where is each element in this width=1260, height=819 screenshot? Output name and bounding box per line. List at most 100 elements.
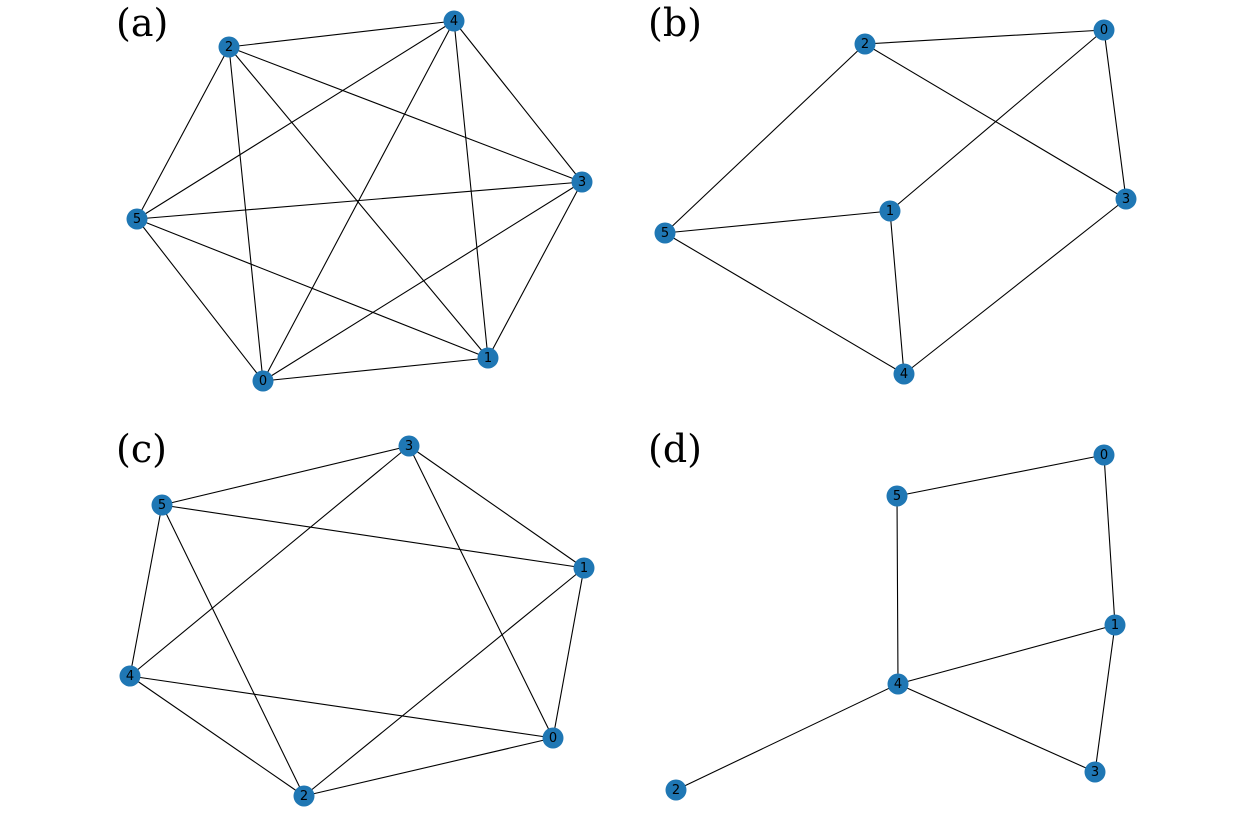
node-circle-b-4	[893, 363, 915, 385]
node-b-5: 5	[654, 222, 676, 244]
node-circle-c-1	[573, 557, 595, 579]
node-d-5: 5	[886, 485, 908, 507]
node-d-0: 0	[1093, 444, 1115, 466]
edge-b-4-3	[903, 198, 1127, 375]
node-c-4: 4	[119, 665, 141, 687]
edge-d-0-1	[1103, 454, 1116, 626]
edge-a-0-2	[228, 46, 264, 382]
panel-b: (b) 0 1 2 3 4 5	[648, 1, 1137, 385]
node-label-a-1: 1	[484, 351, 492, 366]
node-label-b-2: 2	[861, 37, 869, 52]
edge-c-3-0	[408, 445, 554, 739]
node-label-c-3: 3	[405, 439, 413, 454]
node-a-4: 4	[443, 10, 465, 32]
node-circle-d-0	[1093, 444, 1115, 466]
edge-b-5-1	[664, 210, 891, 234]
edge-a-2-3	[228, 46, 583, 183]
node-label-c-1: 1	[580, 561, 588, 576]
edge-a-4-5	[136, 20, 455, 220]
panel-a-edges	[136, 20, 583, 382]
edge-d-4-3	[897, 683, 1096, 773]
node-label-a-4: 4	[450, 14, 458, 29]
node-circle-a-1	[477, 347, 499, 369]
node-circle-b-2	[854, 33, 876, 55]
edge-a-2-4	[228, 20, 455, 48]
panel-label-a: (a)	[116, 1, 168, 45]
edge-c-1-0	[552, 567, 585, 739]
node-circle-b-0	[1093, 19, 1115, 41]
node-a-5: 5	[126, 208, 148, 230]
edge-a-1-3	[487, 181, 583, 359]
node-circle-c-2	[293, 785, 315, 807]
node-label-a-5: 5	[133, 212, 141, 227]
edge-a-1-4	[453, 20, 489, 359]
node-label-d-0: 0	[1100, 448, 1108, 463]
panel-label-d: (d)	[648, 427, 702, 471]
edge-b-2-3	[864, 43, 1127, 200]
node-label-b-0: 0	[1100, 23, 1108, 38]
panel-c-nodes: 0 1 2 3 4 5	[119, 435, 595, 807]
node-d-2: 2	[665, 779, 687, 801]
edge-b-1-4	[889, 210, 905, 375]
node-a-2: 2	[218, 36, 240, 58]
node-label-c-5: 5	[158, 498, 166, 513]
node-label-b-3: 3	[1122, 192, 1130, 207]
edge-d-4-2	[675, 683, 899, 791]
node-b-0: 0	[1093, 19, 1115, 41]
node-circle-b-5	[654, 222, 676, 244]
edge-b-2-0	[864, 29, 1105, 45]
panel-label-b: (b)	[648, 1, 702, 45]
node-c-5: 5	[151, 494, 173, 516]
node-b-4: 4	[893, 363, 915, 385]
node-circle-b-3	[1115, 188, 1137, 210]
node-label-b-4: 4	[900, 367, 908, 382]
edge-a-3-4	[453, 20, 583, 183]
node-circle-a-0	[252, 370, 274, 392]
node-c-1: 1	[573, 557, 595, 579]
node-label-c-4: 4	[126, 669, 134, 684]
node-circle-d-4	[887, 673, 909, 695]
edge-c-1-2	[303, 567, 585, 797]
node-c-0: 0	[542, 727, 564, 749]
node-circle-c-4	[119, 665, 141, 687]
node-circle-d-2	[665, 779, 687, 801]
node-circle-a-4	[443, 10, 465, 32]
node-label-d-2: 2	[672, 783, 680, 798]
node-label-d-1: 1	[1111, 618, 1119, 633]
node-label-a-0: 0	[259, 374, 267, 389]
edge-c-2-0	[303, 737, 554, 797]
node-d-3: 3	[1084, 761, 1106, 783]
edge-d-1-3	[1094, 624, 1116, 773]
edge-d-5-0	[896, 454, 1105, 497]
edge-c-4-0	[129, 675, 554, 739]
node-b-3: 3	[1115, 188, 1137, 210]
node-label-c-2: 2	[300, 789, 308, 804]
node-d-1: 1	[1104, 614, 1126, 636]
panel-d-edges	[675, 454, 1116, 791]
edge-a-2-5	[136, 46, 230, 220]
edge-a-0-5	[136, 218, 264, 382]
edge-c-5-2	[161, 504, 305, 797]
panel-d-nodes: 0 1 2 3 4 5	[665, 444, 1126, 801]
edge-a-0-1	[262, 357, 489, 382]
node-label-b-1: 1	[886, 204, 894, 219]
panel-d: (d) 0 1 2 3 4 5	[648, 427, 1126, 801]
edge-c-4-2	[129, 675, 305, 797]
edge-d-5-4	[896, 495, 899, 685]
edge-b-0-1	[889, 29, 1105, 212]
node-label-d-4: 4	[894, 677, 902, 692]
node-label-c-0: 0	[549, 731, 557, 746]
node-label-a-2: 2	[225, 40, 233, 55]
edge-c-3-1	[408, 445, 585, 569]
node-a-1: 1	[477, 347, 499, 369]
edge-b-5-4	[664, 232, 905, 375]
node-c-2: 2	[293, 785, 315, 807]
node-b-2: 2	[854, 33, 876, 55]
node-label-d-5: 5	[893, 489, 901, 504]
node-d-4: 4	[887, 673, 909, 695]
node-circle-a-3	[571, 171, 593, 193]
edge-c-5-1	[161, 504, 585, 569]
